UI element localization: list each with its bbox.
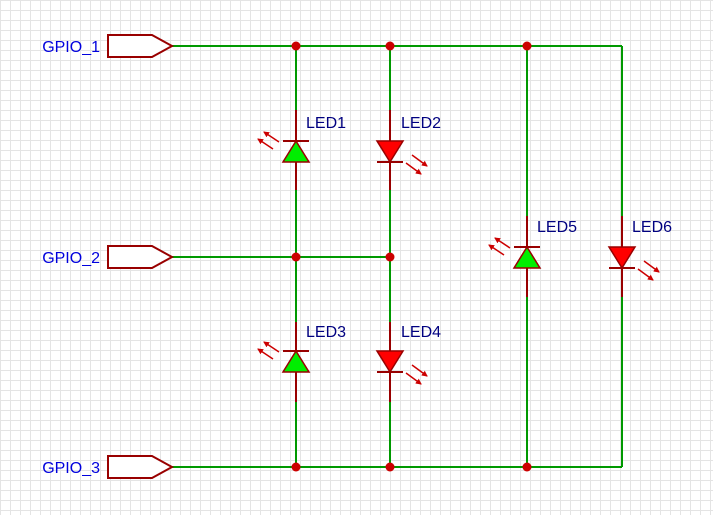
led6[interactable]: LED6 xyxy=(607,216,672,297)
led5-light-arrows-icon xyxy=(488,237,511,256)
junction-dot xyxy=(291,462,301,472)
led6-label: LED6 xyxy=(632,219,672,236)
led1-light-arrows-icon xyxy=(257,131,280,150)
led6-triangle xyxy=(607,246,637,270)
led2[interactable]: LED2 xyxy=(375,110,441,190)
led4-triangle xyxy=(375,350,405,374)
port-gpio2-symbol xyxy=(107,245,175,269)
port-gpio3[interactable]: GPIO_3 xyxy=(42,455,175,479)
led5[interactable]: LED5 xyxy=(488,216,577,297)
led4-label: LED4 xyxy=(401,324,441,341)
port-gpio1[interactable]: GPIO_1 xyxy=(42,34,175,58)
port-gpio3-label: GPIO_3 xyxy=(42,460,100,477)
led1-label: LED1 xyxy=(306,115,346,132)
led5-label: LED5 xyxy=(537,219,577,236)
led3-triangle xyxy=(281,349,311,373)
led2-label: LED2 xyxy=(401,115,441,132)
junction-dot xyxy=(385,252,395,262)
junction-dot xyxy=(385,462,395,472)
junction-dot xyxy=(385,41,395,51)
led4-light-arrows-icon xyxy=(405,364,428,385)
led4[interactable]: LED4 xyxy=(375,322,441,402)
led3[interactable]: LED3 xyxy=(257,322,346,402)
junction-dot xyxy=(291,41,301,51)
led2-triangle xyxy=(375,140,405,164)
junction-dot xyxy=(291,252,301,262)
led2-light-arrows-icon xyxy=(405,154,428,175)
led3-light-arrows-icon xyxy=(257,341,280,360)
port-gpio3-symbol xyxy=(107,455,175,479)
led3-label: LED3 xyxy=(306,324,346,341)
port-gpio1-symbol xyxy=(107,34,175,58)
led1[interactable]: LED1 xyxy=(257,110,346,190)
junction-dot xyxy=(522,41,532,51)
port-gpio2-label: GPIO_2 xyxy=(42,250,100,267)
led6-light-arrows-icon xyxy=(637,260,660,281)
junction-dot xyxy=(522,462,532,472)
led5-triangle xyxy=(512,245,542,269)
led1-triangle xyxy=(281,139,311,163)
junctions xyxy=(291,41,532,472)
wires xyxy=(172,45,623,468)
port-gpio1-label: GPIO_1 xyxy=(42,39,100,56)
port-gpio2[interactable]: GPIO_2 xyxy=(42,245,175,269)
